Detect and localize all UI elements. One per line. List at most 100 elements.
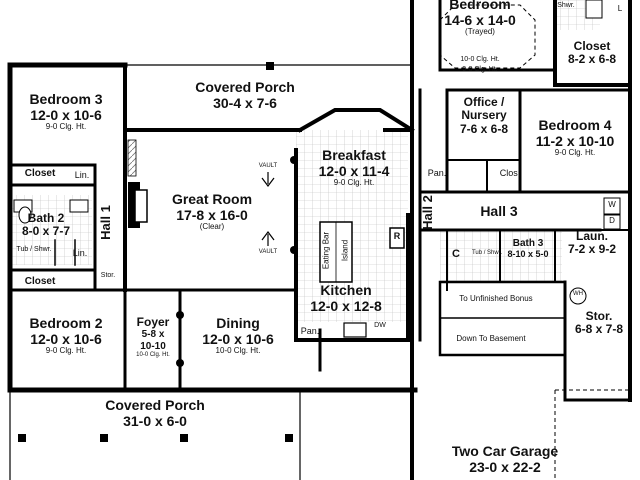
- trayed-ceiling: [439, 4, 536, 69]
- vault-label: VAULT: [258, 163, 278, 169]
- room-note: 10-0 Clg. Ht.: [215, 346, 261, 356]
- room-size: 12-0 x 10-6: [30, 330, 102, 347]
- room-name: Two Car Garage: [451, 443, 559, 459]
- l-label: L: [617, 4, 623, 13]
- bottom-porch: [9, 389, 301, 480]
- room-note: 9-0 Clg. Ht.: [45, 122, 87, 132]
- to-basement-label: Down To Basement: [456, 334, 526, 343]
- room-name: Kitchen: [320, 282, 372, 298]
- room-name: Stor.: [585, 309, 613, 323]
- room-name: Covered Porch: [105, 397, 205, 413]
- room-size: 31-0 x 6-0: [123, 412, 187, 429]
- room-name: Foyer: [136, 315, 170, 329]
- room-name: Nursery: [461, 108, 507, 123]
- room-name: Bedroom: [449, 0, 511, 12]
- island-label: Island: [340, 239, 350, 262]
- room-size: 30-4 x 7-6: [213, 94, 277, 111]
- stor-label: Stor.: [100, 272, 116, 279]
- room-name: Breakfast: [322, 147, 386, 163]
- room-size: 8-0 x 7-7: [21, 224, 71, 239]
- r-label: R: [393, 231, 401, 241]
- tub-shwr-label: Tub / Shwr.: [471, 250, 503, 256]
- room-name: Office /: [463, 95, 505, 109]
- wh-label: WH: [573, 291, 583, 297]
- room-covered-porch-top: Covered Porch 30-4 x 7-6: [195, 79, 295, 111]
- room-note: (Trayed): [465, 27, 495, 37]
- room-name: Bedroom 4: [538, 117, 612, 133]
- room-size: 14-6 x 14-0: [444, 11, 516, 28]
- room-name: Great Room: [171, 191, 253, 207]
- room-name: Hall 3: [480, 203, 518, 219]
- pan-label: Pan.: [300, 326, 320, 336]
- room-size: 12-0 x 10-6: [202, 330, 274, 347]
- to-bonus-label: To Unfinished Bonus: [459, 294, 533, 303]
- clos-label: Clos.: [499, 168, 521, 178]
- room-bedroom2: Bedroom 2 12-0 x 10-6 9-0 Clg. Ht.: [29, 315, 103, 356]
- room-bath2: Bath 2 8-0 x 7-7: [21, 211, 71, 239]
- room-name: Bedroom 3: [29, 91, 103, 107]
- room-size: 23-0 x 22-2: [469, 458, 541, 475]
- room-bedroom-top: Bedroom 14-6 x 14-0 (Trayed): [444, 0, 516, 37]
- room-size: 12-0 x 12-8: [310, 297, 382, 314]
- room-name: Bath 2: [27, 211, 65, 225]
- room-name: Bath 3: [512, 238, 544, 249]
- room-note: 10-0 Clg. Ht.: [136, 351, 170, 358]
- garage-door-dashed: [554, 389, 630, 480]
- room-bath3: Bath 3 8-10 x 5-0: [507, 238, 548, 259]
- kitchen-sink: [343, 322, 367, 338]
- room-kitchen: Kitchen 12-0 x 12-8: [310, 282, 382, 314]
- room-name: Laun.: [576, 229, 608, 243]
- room-size: 7-6 x 6-8: [459, 121, 509, 136]
- room-note: 9-0 Clg. Ht.: [554, 148, 596, 158]
- room-size: 11-2 x 10-10: [535, 132, 615, 149]
- room-size: 17-8 x 16-0: [176, 206, 248, 223]
- room-name: Bedroom 2: [29, 315, 103, 331]
- breakfast-bay: [297, 108, 415, 133]
- tub-shwr-label: Tub / Shwr.: [16, 246, 52, 253]
- room-stor-right: Stor. 6-8 x 7-8: [574, 309, 624, 337]
- room-note: 9-0 Clg. Ht.: [333, 178, 375, 188]
- room-bedroom4: Bedroom 4 11-2 x 10-10 9-0 Clg. Ht.: [535, 117, 615, 158]
- room-name: Covered Porch: [195, 79, 295, 95]
- room-size: 6-8 x 7-8: [574, 322, 624, 337]
- room-note: 9-0 Clg. Ht.: [45, 346, 87, 356]
- room-covered-porch-bottom: Covered Porch 31-0 x 6-0: [105, 397, 205, 429]
- pan-label: Pan.: [427, 168, 447, 178]
- room-great-room: Great Room 17-8 x 16-0 (Clear): [171, 191, 253, 232]
- c-label: C: [452, 248, 460, 260]
- room-dining: Dining 12-0 x 10-6 10-0 Clg. Ht.: [202, 315, 274, 356]
- lin-label: Lin.: [72, 248, 88, 258]
- hall3-label: Hall 3: [480, 203, 518, 220]
- range: [389, 227, 405, 249]
- closet-left2-label: Closet: [24, 276, 56, 287]
- d-label: D: [609, 216, 615, 225]
- room-note: (Clear): [199, 222, 225, 232]
- room-size: 10-10: [140, 340, 166, 352]
- hall1-label: Hall 1: [97, 205, 113, 240]
- room-size: 12-0 x 11-4: [318, 162, 390, 179]
- room-breakfast: Breakfast 12-0 x 11-4 9-0 Clg. Ht.: [318, 147, 390, 188]
- closet-left-label: Closet: [24, 168, 56, 179]
- lin-label: Lin.: [74, 170, 90, 180]
- room-bedroom3: Bedroom 3 12-0 x 10-6 9-0 Clg. Ht.: [29, 91, 103, 132]
- ceiling-note: 9-0 Clg. Ht.: [462, 66, 498, 73]
- room-size: 8-2 x 6-8: [567, 52, 617, 67]
- ceiling-note: 10-0 Clg. Ht.: [460, 56, 500, 63]
- room-size: 7-2 x 9-2: [567, 242, 617, 257]
- room-size: 8-10 x 5-0: [507, 249, 549, 260]
- room-closet-tr: Closet 8-2 x 6-8: [567, 39, 617, 67]
- room-name: Dining: [216, 315, 260, 331]
- room-garage: Two Car Garage 23-0 x 22-2: [451, 443, 559, 475]
- vault-label: VAULT: [258, 249, 278, 255]
- shwr-label: Shwr.: [557, 2, 575, 9]
- room-laun: Laun. 7-2 x 9-2: [567, 229, 617, 257]
- room-size: 5-8 x: [141, 329, 165, 341]
- hall2-label: Hall 2: [419, 195, 435, 230]
- room-foyer: Foyer 5-8 x 10-10 10-0 Clg. Ht.: [136, 315, 170, 359]
- w-label: W: [608, 200, 616, 209]
- eating-bar-label: Eating Bar: [321, 231, 331, 270]
- room-office: Office / Nursery 7-6 x 6-8: [459, 95, 509, 136]
- dw-label: DW: [374, 322, 386, 329]
- room-size: 12-0 x 10-6: [30, 106, 102, 123]
